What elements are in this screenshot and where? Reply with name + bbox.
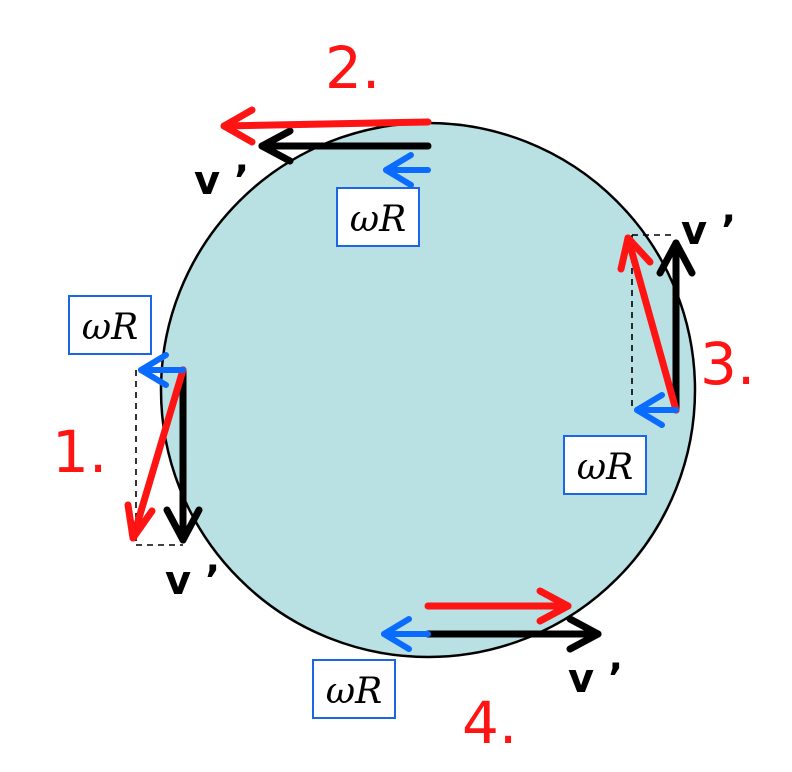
position-1-omega-r-box <box>68 295 152 355</box>
position-2-velocity-label: v ’ <box>194 158 249 204</box>
position-4-velocity-label: v ’ <box>568 656 623 702</box>
position-2-group: 2. v ’ ωR <box>194 34 432 247</box>
position-2-v-prime-arrow <box>258 127 432 165</box>
position-3-v-prime-arrow <box>656 239 696 414</box>
position-1-number: 1. <box>52 418 107 486</box>
position-2-omega-r-box <box>336 187 420 247</box>
position-3-omega-r-box <box>563 435 647 495</box>
position-2-resultant-arrow <box>220 106 432 146</box>
position-4-omega-r-arrow <box>381 616 431 652</box>
position-4-omega-r-box <box>312 659 396 719</box>
position-3-resultant-arrow <box>617 234 680 414</box>
position-4-v-prime-arrow <box>424 615 602 653</box>
position-3-group: 3. v ’ ωR <box>563 208 755 495</box>
position-3-omega-r-label: ωR <box>577 447 633 488</box>
position-2-number: 2. <box>325 34 380 102</box>
position-1-velocity-label: v ’ <box>165 558 220 604</box>
position-4-omega-r-label: ωR <box>326 671 382 712</box>
position-3-omega-r-arrow <box>634 392 679 428</box>
position-3-dashed-helper <box>631 234 676 410</box>
position-4-number: 4. <box>462 689 517 757</box>
position-2-omega-r-label: ωR <box>350 199 406 240</box>
position-2-omega-r-arrow <box>383 152 431 188</box>
position-1-v-prime-arrow <box>163 366 203 544</box>
position-4-resultant-arrow <box>424 587 572 625</box>
position-1-group: 1. v ’ ωR <box>52 295 220 604</box>
position-1-omega-r-arrow <box>138 352 186 388</box>
position-1-omega-r-label: ωR <box>82 307 138 348</box>
position-1-resultant-arrow <box>124 366 187 542</box>
position-4-group: 4. v ’ ωR <box>312 587 623 757</box>
position-3-velocity-label: v ’ <box>681 208 736 254</box>
position-3-number: 3. <box>700 330 755 398</box>
